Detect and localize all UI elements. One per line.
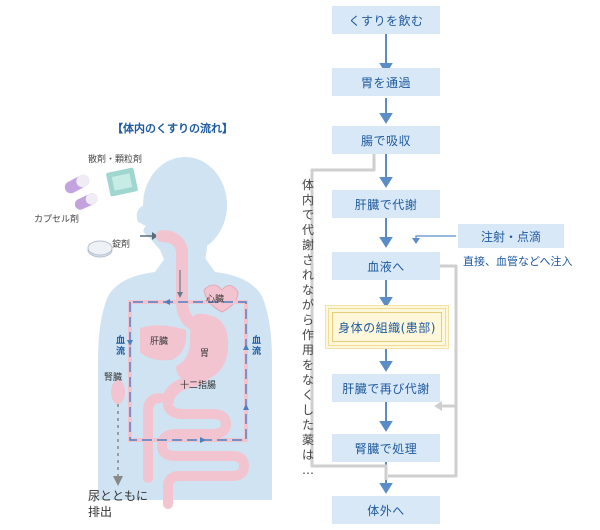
stomach-shape <box>176 313 229 382</box>
step-take-medicine: くすりを飲む <box>332 6 440 34</box>
body-illustration <box>64 157 272 509</box>
step-liver-remetabolize: 肝臓で再び代謝 <box>332 374 440 402</box>
step-pass-stomach: 胃を通過 <box>332 68 440 96</box>
powder-packet-icon <box>106 167 138 197</box>
blood-flow-arrows <box>129 301 247 441</box>
blood-flow-right-label: 血流 <box>252 336 262 357</box>
flow-connectors <box>310 34 458 494</box>
step-into-blood: 血液へ <box>332 252 440 280</box>
kidney-label: 腎臓 <box>104 373 123 383</box>
liver-shape <box>140 325 187 361</box>
powder-label: 散剤・顆粒剤 <box>88 155 143 165</box>
capsule-label: カプセル剤 <box>34 215 80 225</box>
step-liver-metabolize: 肝臓で代謝 <box>332 190 440 218</box>
liver-label: 肝臓 <box>150 337 169 347</box>
injection-note: 直接、血管などへ注入 <box>463 255 573 268</box>
duodenum-label: 十二指腸 <box>180 381 217 391</box>
capsule-icon-1 <box>64 174 90 194</box>
blood-flow-left-label: 血流 <box>116 336 126 357</box>
excretion-label: 尿とともに 排出 <box>88 489 149 519</box>
stomach-label: 胃 <box>200 349 210 359</box>
figure-title: 【体内のくすりの流れ】 <box>112 122 233 135</box>
kidney-shape <box>111 380 125 404</box>
tablet-icon <box>87 240 113 258</box>
tablet-label: 錠剤 <box>112 240 131 250</box>
capsule-icon-2 <box>74 193 98 210</box>
side-vertical-text: 体内 で代 謝さ れな がら 作用 をな くし た薬 は… <box>301 178 314 477</box>
step-kidney-process: 腎臓で処理 <box>332 434 440 462</box>
step-intestine-absorb: 腸で吸収 <box>332 126 440 154</box>
step-out-of-body: 体外へ <box>332 496 440 524</box>
step-body-tissue: 身体の組織(患部) <box>332 312 442 342</box>
heart-label: 心臓 <box>206 295 225 305</box>
heart-shape <box>203 284 239 313</box>
injection-box: 注射・点滴 <box>458 224 564 248</box>
